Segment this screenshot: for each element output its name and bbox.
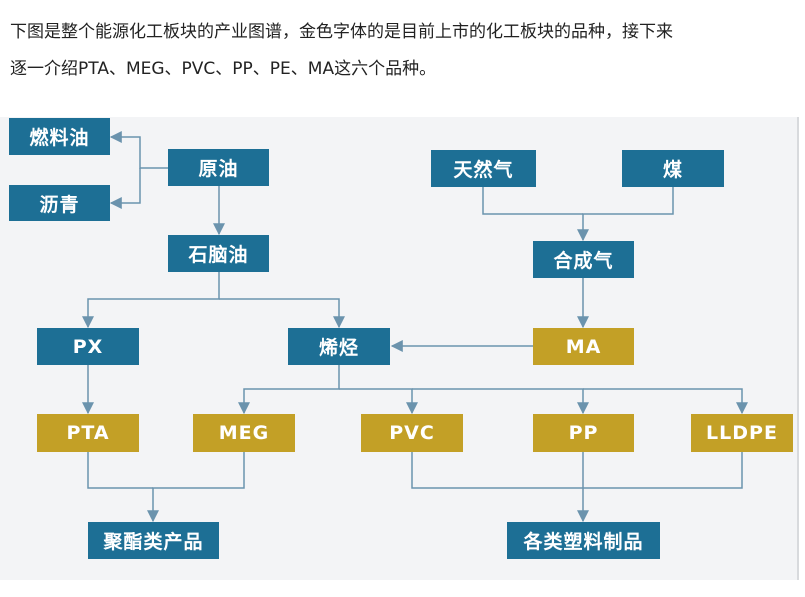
node-px: PX bbox=[37, 328, 139, 365]
edge-naphtha-olefin bbox=[219, 298, 345, 329]
node-naphtha: 石脑油 bbox=[168, 235, 269, 272]
node-asphalt: 沥青 bbox=[9, 185, 110, 221]
edge-gas-syngas bbox=[482, 187, 583, 215]
edge-olefin-pvc bbox=[339, 388, 418, 415]
node-coal: 煤 bbox=[622, 150, 724, 187]
edge-meg-polyester bbox=[147, 452, 245, 523]
node-pp: PP bbox=[533, 414, 634, 452]
edge-olefin-pp bbox=[412, 388, 589, 415]
node-meg: MEG bbox=[193, 414, 295, 452]
edge-olefin-lldpe bbox=[583, 388, 748, 415]
node-natural-gas: 天然气 bbox=[431, 150, 536, 187]
edge-crude-fuel bbox=[109, 131, 168, 169]
edge-pvc-plastics bbox=[411, 452, 583, 489]
node-pta: PTA bbox=[37, 414, 139, 452]
intro-line-2: 逐一介绍PTA、MEG、PVC、PP、PE、MA这六个品种。 bbox=[10, 59, 437, 79]
node-syngas: 合成气 bbox=[533, 241, 634, 278]
node-polyester-products: 聚酯类产品 bbox=[88, 522, 219, 559]
edge-coal-syngas bbox=[577, 187, 674, 242]
panel-right-border bbox=[797, 117, 799, 580]
intro-text: 下图是整个能源化工板块的产业图谱，金色字体的是目前上市的化工板块的品种，接下来 … bbox=[10, 14, 800, 88]
node-plastic-products: 各类塑料制品 bbox=[507, 522, 660, 559]
node-fuel-oil: 燃料油 bbox=[9, 118, 110, 155]
node-olefin: 烯烃 bbox=[288, 328, 390, 365]
node-ma: MA bbox=[533, 328, 634, 365]
node-pvc: PVC bbox=[361, 414, 463, 452]
edge-lldpe-plastics bbox=[583, 452, 743, 489]
edge-pta-polyester bbox=[87, 452, 153, 489]
node-crude-oil: 原油 bbox=[168, 149, 269, 186]
edge-olefin-bus bbox=[238, 365, 340, 415]
node-lldpe: LLDPE bbox=[691, 414, 793, 452]
intro-line-1: 下图是整个能源化工板块的产业图谱，金色字体的是目前上市的化工板块的品种，接下来 bbox=[10, 22, 673, 42]
edge-crude-asphalt bbox=[109, 168, 141, 209]
edge-naphtha-split bbox=[82, 272, 220, 329]
